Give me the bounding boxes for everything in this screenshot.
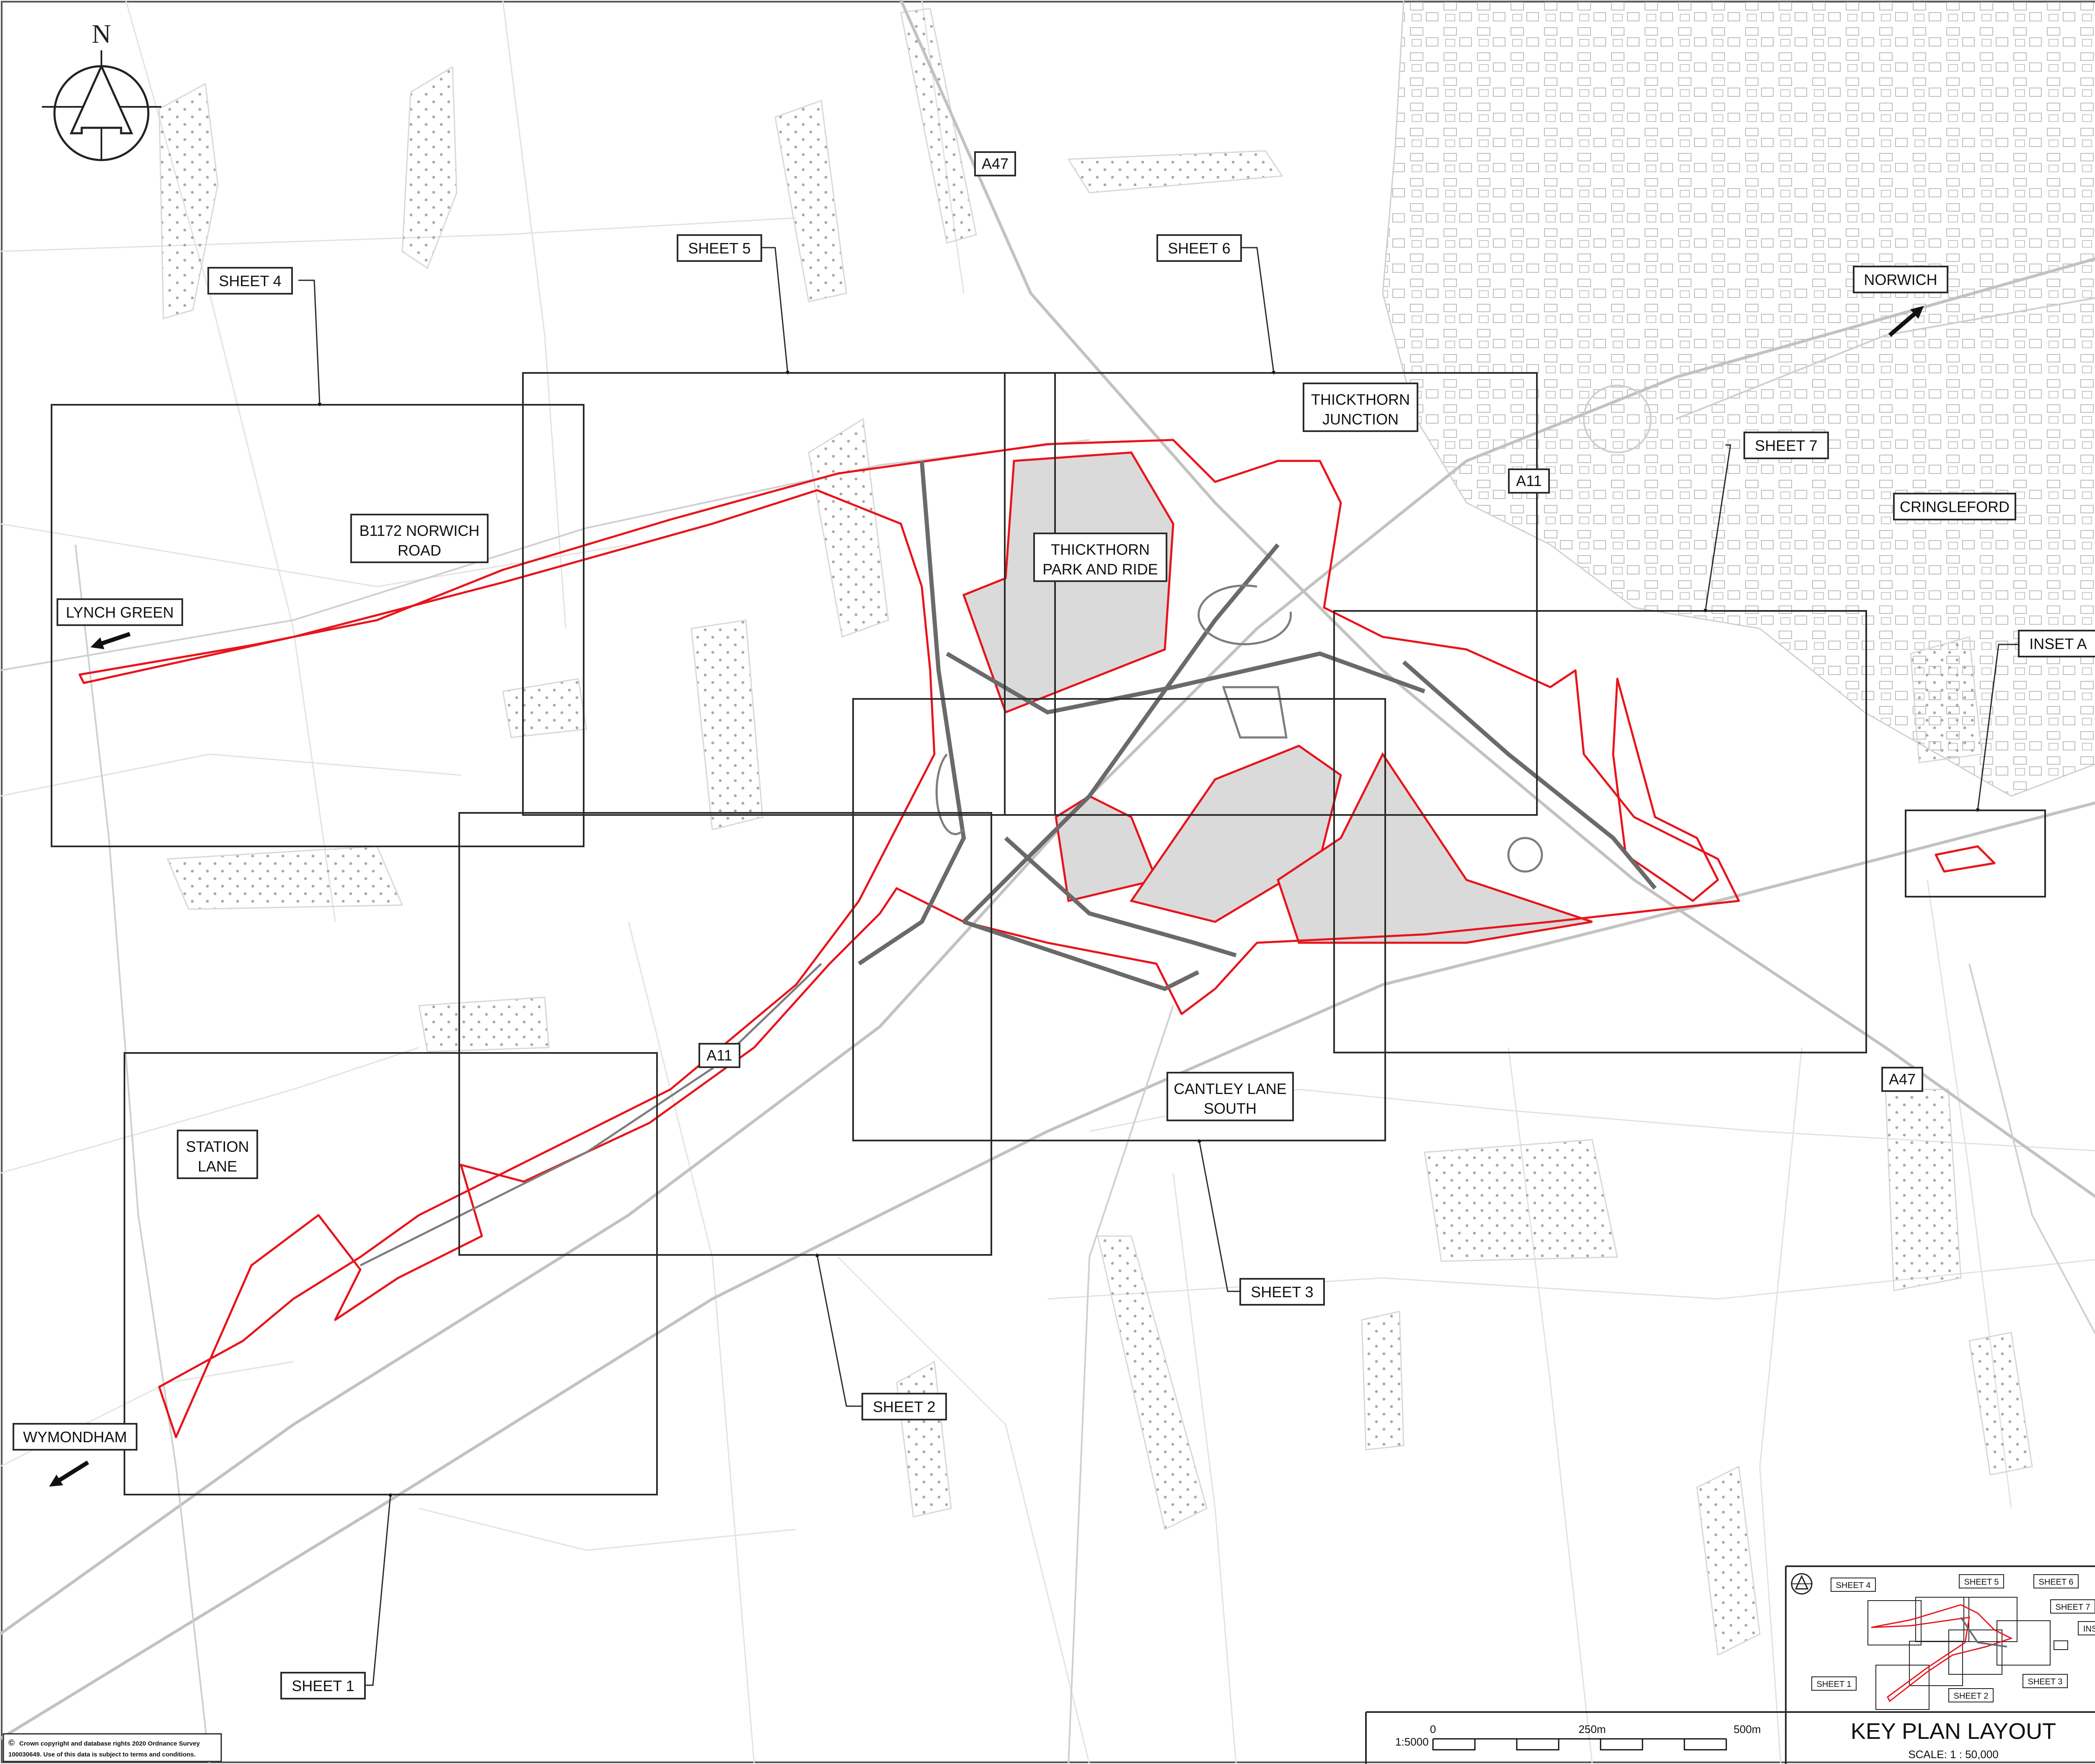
svg-text:SHEET 5: SHEET 5 [688,240,750,257]
svg-text:SHEET 6: SHEET 6 [2039,1578,2074,1587]
svg-text:CRINGLEFORD: CRINGLEFORD [1900,498,2010,515]
sheet-6-label: SHEET 6 [1156,234,1242,262]
svg-text:SHEET 1: SHEET 1 [1817,1680,1852,1689]
svg-text:SHEET 6: SHEET 6 [1168,240,1230,257]
svg-text:JUNCTION: JUNCTION [1322,411,1399,428]
north-mark: N [92,19,111,49]
svg-text:NORWICH: NORWICH [1864,271,1937,288]
cringleford-label: CRINGLEFORD [1893,493,2016,520]
svg-text:500m: 500m [1733,1723,1761,1736]
svg-text:SOUTH: SOUTH [1204,1100,1257,1117]
a11-south-label: A11 [698,1043,740,1068]
scheme-roads [360,460,1657,1267]
svg-text:INSET A: INSET A [2029,635,2087,652]
svg-text:A47: A47 [982,155,1009,172]
key-plan-inset: SHEET 4 SHEET 5 SHEET 6 SHEET 7 INSET A … [1791,1573,2095,1761]
shaded-areas [962,451,1593,944]
key-plan-sheet-3-label: SHEET 3 [2023,1674,2068,1688]
application-boundary [78,439,1996,1438]
sheet-7-label: SHEET 7 [1743,432,1829,459]
svg-text:SHEET 3: SHEET 3 [1251,1283,1313,1301]
svg-text:STATION: STATION [186,1138,249,1155]
key-plan-scale: SCALE: 1 : 50,000 [1908,1748,1998,1761]
map-labels: A47 A47 A11 A11 SHEET 4 SHEET 5 SHEET 6 [13,151,2095,1699]
svg-text:A11: A11 [706,1047,732,1064]
svg-text:SHEET 2: SHEET 2 [1954,1692,1989,1701]
svg-text:A11: A11 [1516,472,1542,489]
lynch-green-label: LYNCH GREEN [57,598,183,626]
key-plan-title: KEY PLAN LAYOUT [1851,1719,2056,1744]
inset-a-boundary [1905,810,2046,898]
key-plan-sheet-6-label: SHEET 6 [2033,1574,2079,1588]
svg-text:LANE: LANE [198,1158,237,1175]
svg-text:100030649. Use of this data is: 100030649. Use of this data is subject t… [8,1751,196,1758]
sheet-3-label: SHEET 3 [1239,1278,1325,1306]
urban-area [1382,0,2095,797]
svg-text:SHEET 7: SHEET 7 [2056,1603,2090,1612]
sheet-3-boundary [852,698,1386,1141]
svg-text:WYMONDHAM: WYMONDHAM [23,1428,127,1446]
svg-text:INSET A: INSET A [2083,1624,2095,1634]
svg-text:SHEET 3: SHEET 3 [2028,1677,2063,1686]
norwich-label: NORWICH [1853,266,1948,293]
copyright-notice: © Crown copyright and database rights 20… [3,1733,222,1762]
cantley-lane-south-label: CANTLEY LANE SOUTH [1166,1072,1294,1121]
sheet-6-boundary [1004,372,1538,816]
thickthorn-junction-label: THICKTHORN JUNCTION [1303,383,1418,432]
svg-text:A47: A47 [1889,1071,1916,1088]
b1172-norwich-road-label: B1172 NORWICH ROAD [350,514,489,563]
svg-text:SHEET 4: SHEET 4 [1836,1581,1871,1590]
wymondham-direction-arrow [49,1460,89,1487]
svg-text:SHEET 7: SHEET 7 [1755,437,1817,454]
svg-text:PARK AND RIDE: PARK AND RIDE [1042,561,1158,578]
sheet-1-label: SHEET 1 [280,1672,366,1699]
a47-north-label: A47 [974,151,1016,176]
svg-text:Crown copyright and database r: Crown copyright and database rights 2020… [19,1740,200,1747]
wymondham-label: WYMONDHAM [13,1423,137,1451]
a11-north-label: A11 [1508,468,1550,494]
norwich-direction-arrow [1888,306,1924,337]
svg-text:ROAD: ROAD [398,542,441,559]
svg-text:SHEET 1: SHEET 1 [292,1677,354,1694]
title-block [1365,1565,2095,1764]
svg-text:SHEET 5: SHEET 5 [1964,1578,1999,1587]
inset-a-label: INSET A [2018,630,2095,657]
svg-text:SHEET 4: SHEET 4 [219,272,281,290]
key-plan-inset-a-label: INSET A [2078,1621,2095,1635]
key-plan-sheet-2-label: SHEET 2 [1948,1688,1994,1702]
scale-bar: 1:5000 0 250m 500m [1395,1723,1761,1751]
svg-text:B1172 NORWICH: B1172 NORWICH [360,522,480,539]
key-plan-sheet-7-label: SHEET 7 [2050,1599,2095,1614]
svg-text:THICKTHORN: THICKTHORN [1311,391,1410,408]
sheet-5-label: SHEET 5 [677,234,762,262]
thickthorn-park-and-ride-label: THICKTHORN PARK AND RIDE [1033,533,1167,582]
a47-south-label: A47 [1881,1067,1923,1092]
sheet-2-label: SHEET 2 [861,1393,947,1420]
sheet-7-boundary [1333,610,1867,1053]
svg-text:THICKTHORN: THICKTHORN [1051,541,1150,558]
woodland-areas [158,8,2033,1656]
key-plan-sheet-1-label: SHEET 1 [1811,1676,1857,1691]
svg-text:LYNCH GREEN: LYNCH GREEN [66,604,173,621]
key-plan-sheet-5-label: SHEET 5 [1959,1574,2004,1588]
svg-text:0: 0 [1430,1723,1436,1736]
svg-text:©: © [8,1738,15,1748]
sheet-4-boundary [51,404,585,847]
svg-text:CANTLEY LANE: CANTLEY LANE [1174,1080,1286,1097]
sheet-2-boundary [458,812,992,1256]
svg-text:1:5000: 1:5000 [1395,1736,1429,1748]
north-arrow: N [42,19,161,161]
svg-text:SHEET 2: SHEET 2 [873,1398,935,1415]
station-lane-label: STATION LANE [177,1130,258,1179]
lynch-green-direction-arrow [90,632,131,649]
key-plan-sheet-4-label: SHEET 4 [1831,1578,1876,1592]
svg-text:250m: 250m [1578,1723,1606,1736]
sheet-4-label: SHEET 4 [207,267,293,295]
